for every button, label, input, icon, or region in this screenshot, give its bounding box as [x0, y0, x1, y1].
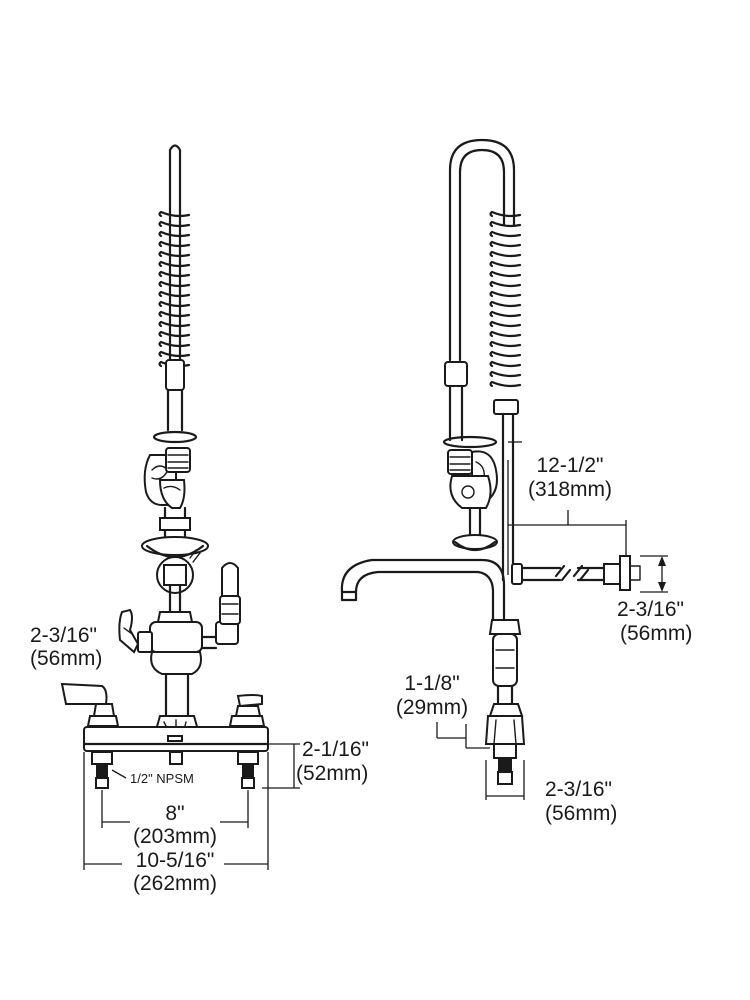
side-offset-mm: (29mm) [396, 696, 468, 719]
front-deck-width-in: 10-5/16" [136, 849, 215, 872]
front-thread-leader [111, 769, 127, 779]
front-splash-disc [141, 536, 209, 556]
front-deck-height-in: 2-1/16" [302, 738, 369, 761]
side-offset-dim [436, 722, 490, 749]
side-base-depth-in: 2-3/16" [545, 778, 612, 801]
front-center-spacing-in: 8" [165, 802, 184, 825]
front-thread-label: 1/2" NPSM [130, 771, 194, 786]
front-mixing-body [137, 611, 239, 731]
side-reach-in: 12-1/2" [537, 454, 604, 477]
front-shank-left [91, 751, 113, 789]
front-side-handle [118, 608, 140, 654]
side-reach-dim [507, 460, 627, 575]
front-shank-right [237, 751, 259, 789]
side-valve-body [484, 619, 526, 745]
front-spring-collar [165, 359, 185, 391]
front-spring-turns [158, 210, 191, 368]
front-center-dim [101, 790, 249, 828]
front-width-dim [83, 752, 269, 870]
side-spout-end-in: 2-3/16" [617, 598, 684, 621]
side-spring-collar [493, 399, 519, 415]
front-riser-pipe [168, 144, 182, 382]
front-handle-height-mm: (56mm) [30, 647, 102, 670]
front-flange-nut [163, 564, 187, 586]
side-disc-underside [453, 540, 497, 552]
side-view: 12-1/2" (318mm) 2-3/16" (56mm) 1-1/8" (2… [340, 138, 692, 825]
front-spring-coil [158, 210, 191, 368]
side-spring-turns [489, 210, 522, 388]
side-reach-mm: (318mm) [528, 478, 612, 501]
front-view: 2-3/16" (56mm) 1/2" NPSM 2-1/16" (52mm) … [30, 144, 369, 895]
side-offset-in: 1-1/8" [404, 672, 459, 695]
front-lever-right [228, 694, 266, 727]
front-handle-height-in: 2-3/16" [30, 624, 97, 647]
side-gooseneck-hose [448, 138, 516, 362]
front-deck-logo [167, 735, 183, 742]
side-hose-lower [448, 384, 464, 442]
side-wall-arm [511, 555, 641, 591]
front-center-spacing-mm: (203mm) [133, 825, 217, 848]
front-shank-center [169, 751, 183, 765]
front-pre-rinse-stub [219, 562, 241, 625]
side-base-depth-mm: (56mm) [545, 802, 617, 825]
front-spray-valve [143, 447, 191, 509]
side-spout [340, 558, 506, 622]
side-spout-end-dim [640, 555, 668, 593]
front-bracket-ring [152, 430, 198, 444]
side-bracket-ring [442, 435, 498, 449]
front-riser-nut [159, 517, 191, 531]
side-shank [493, 743, 517, 785]
side-spout-end-mm: (56mm) [620, 622, 692, 645]
side-lower-riser [468, 506, 482, 537]
side-hose-collar [444, 361, 468, 387]
front-body-neck [168, 583, 182, 614]
side-spring-coil [489, 210, 522, 388]
front-flange-screw [189, 549, 201, 563]
front-hose-lower [166, 388, 184, 432]
front-lever-left [60, 682, 120, 727]
side-base-depth-dim [485, 760, 525, 800]
side-spray-valve [447, 449, 498, 509]
front-deck-width-mm: (262mm) [133, 872, 217, 895]
front-deck-height-mm: (52mm) [296, 762, 368, 785]
side-splash-disc [452, 534, 498, 550]
